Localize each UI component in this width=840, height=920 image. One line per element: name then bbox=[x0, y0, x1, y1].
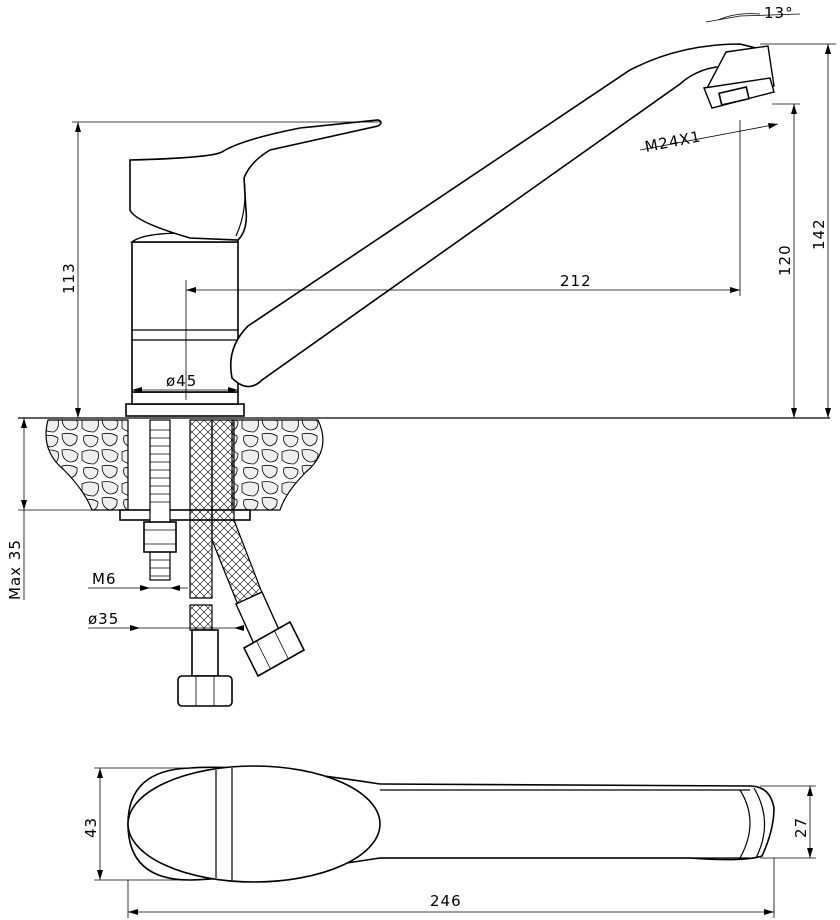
dim-mount-thickness: Max 35 bbox=[6, 539, 24, 600]
dimension-lines-top bbox=[94, 767, 816, 918]
supply-hose-left bbox=[177, 419, 233, 707]
faucet-spout bbox=[229, 43, 775, 388]
mounting-plate bbox=[119, 391, 251, 521]
dim-height-outlet: 120 bbox=[776, 244, 794, 276]
dim-body-diameter: ø45 bbox=[166, 372, 197, 390]
dim-thread-spout: M24X1 bbox=[643, 127, 702, 156]
dim-stud-thread: M6 bbox=[92, 570, 117, 588]
dim-angle: 13° bbox=[764, 4, 794, 22]
dim-top-width: 43 bbox=[82, 817, 100, 838]
dim-total-length: 246 bbox=[430, 892, 462, 910]
dimension-lines-elevation bbox=[18, 13, 836, 631]
dim-height-total: 142 bbox=[810, 218, 828, 250]
dim-height-lever: 113 bbox=[60, 262, 78, 294]
supply-hose-right bbox=[211, 419, 306, 678]
countertop-section bbox=[18, 417, 830, 511]
faucet-body bbox=[129, 232, 239, 393]
dim-spout-width: 27 bbox=[792, 817, 810, 838]
dim-hole-diameter: ø35 bbox=[88, 610, 119, 628]
mounting-stud bbox=[143, 419, 177, 581]
faucet-lever bbox=[129, 119, 382, 241]
faucet-top-view bbox=[127, 765, 775, 883]
dim-reach: 212 bbox=[560, 272, 592, 290]
